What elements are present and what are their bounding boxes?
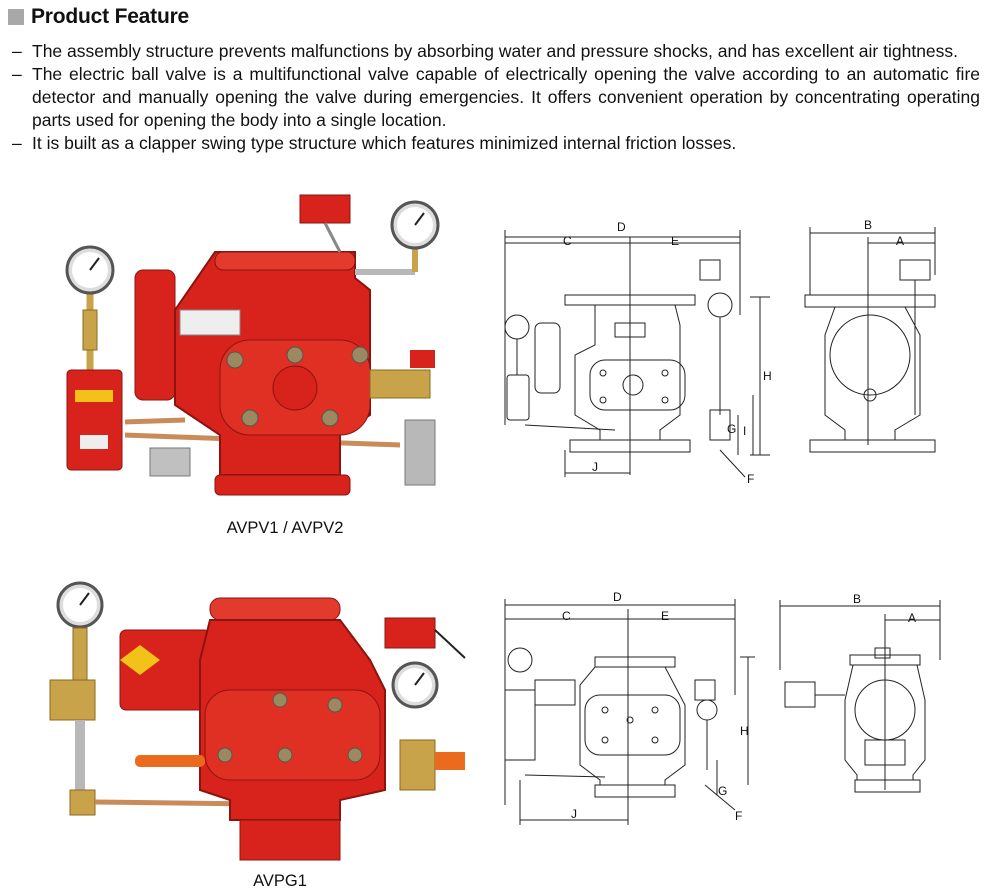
feature-list: – The assembly structure prevents malfun… <box>12 40 980 155</box>
heading-square-icon <box>8 9 24 25</box>
bullet-dash: – <box>12 41 22 61</box>
feature-text: The electric ball valve is a multifuncti… <box>32 64 980 130</box>
feature-text: The assembly structure prevents malfunct… <box>32 41 959 61</box>
dim-label-c: C <box>563 234 572 248</box>
dim-label-b: B <box>853 592 861 606</box>
dim-label-d: D <box>617 220 626 234</box>
avpg-valve-photo <box>49 581 466 861</box>
bullet-dash: – <box>12 133 22 153</box>
dim-label-b: B <box>864 218 872 232</box>
dim-label-i: I <box>743 424 746 438</box>
dim-label-j: J <box>592 460 598 474</box>
bullet-dash: – <box>12 64 22 84</box>
dim-label-j: J <box>571 807 577 821</box>
dim-label-f: F <box>735 809 742 823</box>
avpv-side-dimension-drawing: B A <box>804 218 936 453</box>
list-item: – It is built as a clapper swing type st… <box>12 132 980 155</box>
page-title: Product Feature <box>31 5 190 28</box>
list-item: – The electric ball valve is a multifunc… <box>12 63 980 132</box>
dim-label-h: H <box>740 724 749 738</box>
product-caption: AVPG1 <box>253 872 307 890</box>
avpg-side-dimension-drawing: B A <box>779 592 941 793</box>
dim-label-e: E <box>671 234 679 248</box>
dim-label-e: E <box>661 609 669 623</box>
dim-label-a: A <box>896 234 904 248</box>
feature-text: It is built as a clapper swing type stru… <box>32 133 737 153</box>
list-item: – The assembly structure prevents malfun… <box>12 40 980 63</box>
section-heading: Product Feature <box>8 4 189 30</box>
dim-label-h: H <box>763 369 772 383</box>
product-caption: AVPV1 / AVPV2 <box>226 519 344 537</box>
dim-label-g: G <box>727 422 736 436</box>
avpv-valve-photo <box>65 194 440 496</box>
dim-label-c: C <box>562 609 571 623</box>
dim-label-g: G <box>718 784 727 798</box>
dim-label-a: A <box>908 611 916 625</box>
avpg-front-dimension-drawing: D C E H G J F <box>504 590 755 825</box>
dim-label-d: D <box>613 590 622 604</box>
avpv-front-dimension-drawing: D C E H I G J F <box>504 220 772 486</box>
dim-label-f: F <box>747 472 754 486</box>
